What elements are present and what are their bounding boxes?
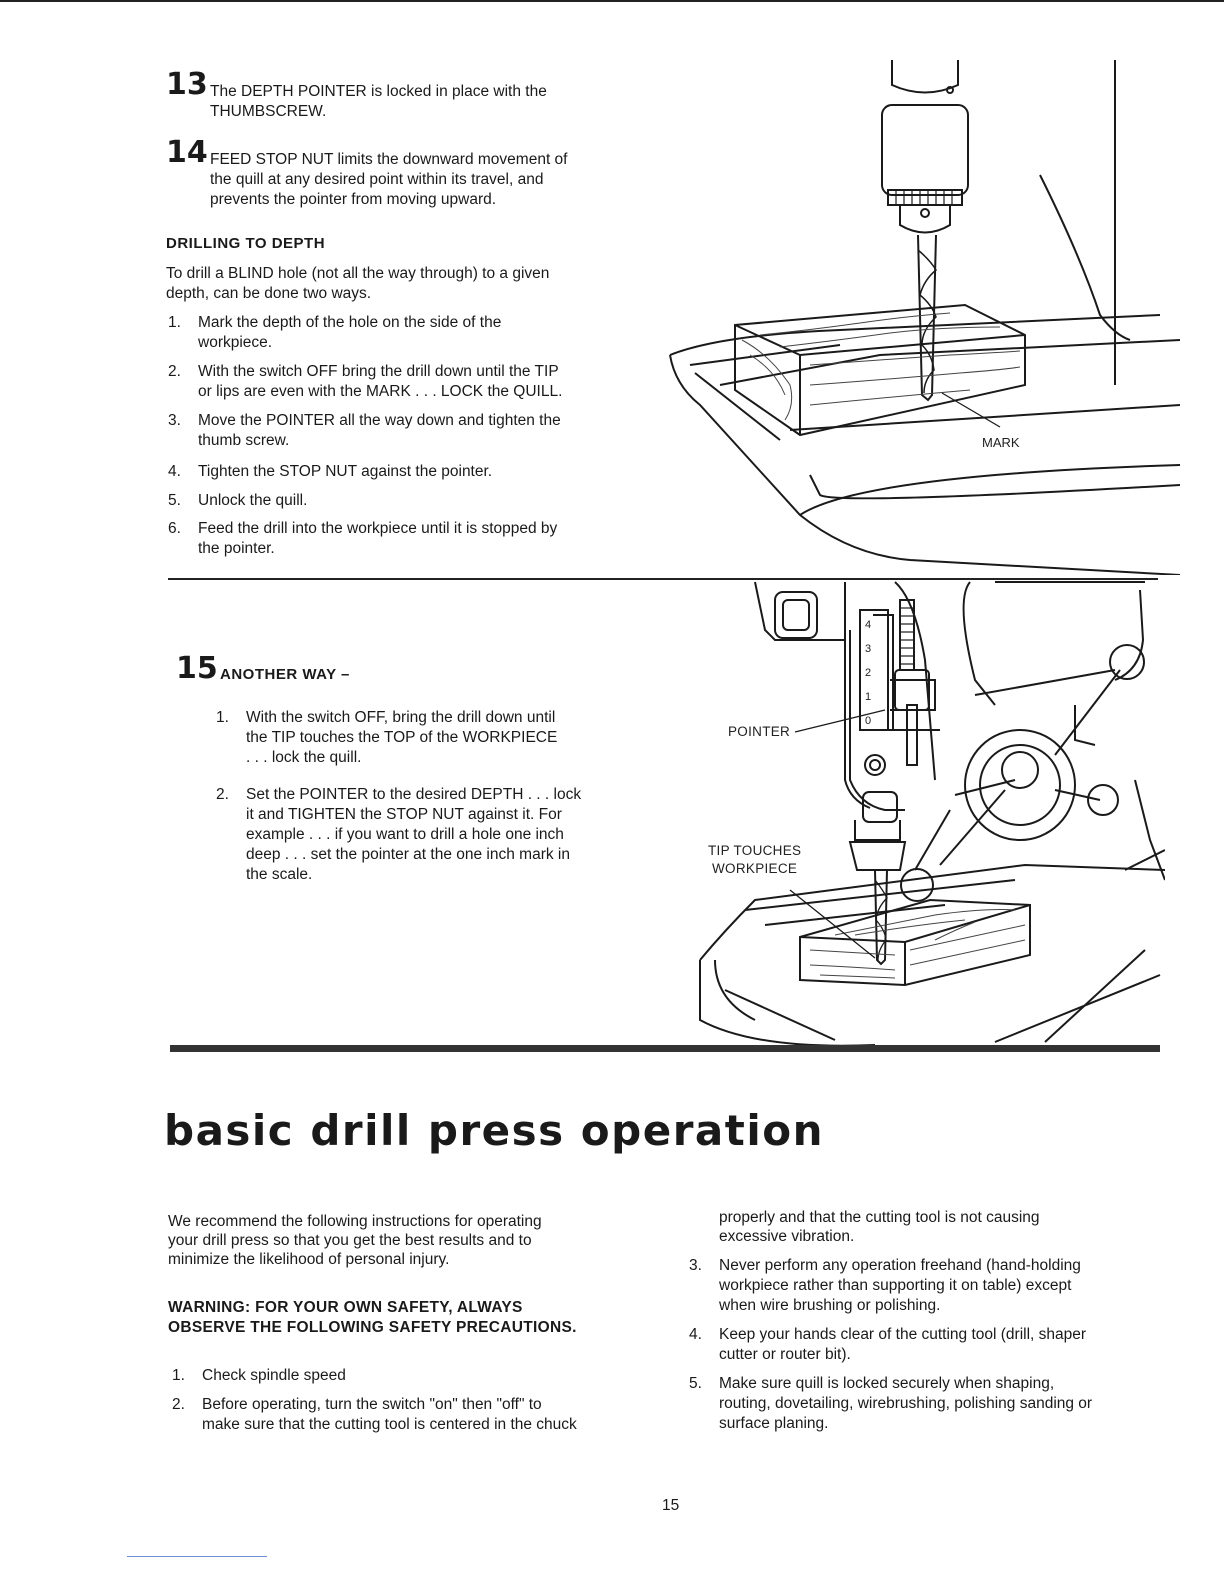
drilling-to-depth-heading: DRILLING TO DEPTH — [166, 235, 326, 252]
list-text-5: the scale. — [246, 866, 313, 883]
scale-mark-0: 0 — [865, 715, 871, 727]
step-13-text-1: The DEPTH POINTER is locked in place wit… — [210, 83, 547, 100]
safety-step-2-cont-line-1: properly and that the cutting tool is no… — [719, 1209, 1040, 1226]
list-text-2: the TIP touches the TOP of the WORKPIECE — [246, 729, 558, 746]
step-14-line-1: FEED STOP NUT limits the downward moveme… — [210, 151, 568, 168]
list-number: 4. — [168, 463, 181, 480]
drilling-intro-line-2: depth, can be done two ways. — [166, 285, 372, 302]
list-text-1: With the switch OFF bring the drill down… — [198, 363, 559, 380]
section-intro-line-3: minimize the likelihood of personal inju… — [168, 1251, 450, 1268]
drilling-intro-line-1: To drill a BLIND hole (not all the way t… — [166, 265, 550, 282]
list-number: 1. — [172, 1367, 185, 1384]
scan-artifact-line — [127, 1556, 267, 1557]
safety-step-2: 2. Before operating, turn the switch "on… — [172, 1395, 642, 1435]
another-way-step-2: 2. Set the POINTER to the desired DEPTH … — [216, 785, 646, 885]
list-text-2: workpiece. — [198, 334, 273, 351]
warning-line-1: WARNING: FOR YOUR OWN SAFETY, ALWAYS — [168, 1299, 523, 1316]
tip-touches-callout-2: WORKPIECE — [712, 861, 798, 876]
scale-mark-2: 2 — [865, 667, 871, 679]
top-border — [0, 0, 1224, 2]
drilling-step-3: 3. Move the POINTER all the way down and… — [168, 411, 638, 451]
safety-step-1: 1. Check spindle speed — [172, 1366, 642, 1386]
drilling-step-4: 4. Tighten the STOP NUT against the poin… — [168, 462, 638, 482]
list-text-2: or lips are even with the MARK . . . LOC… — [198, 383, 563, 400]
figure-drill-mark: MARK — [669, 60, 1180, 575]
mark-label: MARK — [982, 435, 1020, 450]
step-13-line-2: THUMBSCREW. — [210, 103, 327, 120]
section-title: basic drill press operation — [164, 1106, 824, 1155]
list-number: 6. — [168, 520, 181, 537]
step-13-line-1: The DEPTH POINTER is locked in place wit… — [210, 82, 634, 102]
warning-line-2: OBSERVE THE FOLLOWING SAFETY PRECAUTIONS… — [168, 1319, 577, 1336]
list-number: 2. — [168, 363, 181, 380]
drilling-step-1: 1. Mark the depth of the hole on the sid… — [168, 313, 638, 353]
list-text-1: Make sure quill is locked securely when … — [719, 1375, 1055, 1392]
safety-step-4: 4. Keep your hands clear of the cutting … — [689, 1325, 1169, 1365]
step-14-number: 14 — [166, 135, 208, 170]
drilling-step-6: 6. Feed the drill into the workpiece unt… — [168, 519, 638, 559]
list-text-3: . . . lock the quill. — [246, 749, 362, 766]
list-number: 5. — [689, 1375, 702, 1392]
safety-step-3: 3. Never perform any operation freehand … — [689, 1256, 1169, 1316]
safety-step-5: 5. Make sure quill is locked securely wh… — [689, 1374, 1169, 1434]
page-number: 15 — [662, 1497, 680, 1514]
step-14-line-2: the quill at any desired point within it… — [210, 171, 544, 188]
another-way-step-1: 1. With the switch OFF, bring the drill … — [216, 708, 646, 768]
step-14-line-3: prevents the pointer from moving upward. — [210, 191, 497, 208]
step-15-number: 15 — [176, 651, 218, 686]
list-text-2: the pointer. — [198, 540, 275, 557]
list-text-1: With the switch OFF, bring the drill dow… — [246, 709, 556, 726]
section-rule-thick — [170, 1045, 1160, 1052]
list-text-2: it and TIGHTEN the STOP NUT against it. … — [246, 806, 562, 823]
drilling-step-2: 2. With the switch OFF bring the drill d… — [168, 362, 638, 402]
pointer-callout: POINTER — [728, 724, 791, 739]
list-text-3: surface planing. — [719, 1415, 829, 1432]
list-text-1: Set the POINTER to the desired DEPTH . .… — [246, 786, 582, 803]
list-text-2: workpiece rather than supporting it on t… — [719, 1277, 1072, 1294]
list-text-1: Check spindle speed — [202, 1367, 346, 1384]
list-text-2: cutter or router bit). — [719, 1346, 851, 1363]
drilling-step-5: 5. Unlock the quill. — [168, 491, 638, 511]
list-text-1: Unlock the quill. — [198, 492, 308, 509]
list-text-1: Mark the depth of the hole on the side o… — [198, 314, 502, 331]
section-intro-line-1: We recommend the following instructions … — [168, 1213, 542, 1230]
list-number: 5. — [168, 492, 181, 509]
list-number: 1. — [216, 709, 229, 726]
list-text-1: Never perform any operation freehand (ha… — [719, 1257, 1081, 1274]
list-text-1: Feed the drill into the workpiece until … — [198, 520, 558, 537]
list-text-2: routing, dovetailing, wirebrushing, poli… — [719, 1395, 1093, 1412]
section-intro-line-2: your drill press so that you get the bes… — [168, 1232, 532, 1249]
tip-touches-callout-1: TIP TOUCHES — [708, 843, 802, 858]
list-number: 1. — [168, 314, 181, 331]
list-text-1: Before operating, turn the switch "on" t… — [202, 1396, 542, 1413]
list-number: 3. — [168, 412, 181, 429]
list-text-1: Keep your hands clear of the cutting too… — [719, 1326, 1087, 1343]
scale-mark-3: 3 — [865, 643, 871, 655]
list-number: 4. — [689, 1326, 702, 1343]
list-number: 3. — [689, 1257, 702, 1274]
step-13-number: 13 — [166, 67, 208, 102]
safety-step-2-cont-line-2: excessive vibration. — [719, 1228, 855, 1245]
list-number: 2. — [172, 1396, 185, 1413]
list-text-2: make sure that the cutting tool is cente… — [202, 1416, 577, 1433]
list-text-3: when wire brushing or polishing. — [719, 1297, 941, 1314]
list-text-1: Tighten the STOP NUT against the pointer… — [198, 463, 493, 480]
list-text-2: thumb screw. — [198, 432, 290, 449]
list-text-3: example . . . if you want to drill a hol… — [246, 826, 564, 843]
scale-mark-1: 1 — [865, 691, 871, 703]
section-rule-thin — [168, 578, 1158, 580]
scale-mark-4: 4 — [865, 619, 871, 631]
list-text-4: deep . . . set the pointer at the one in… — [246, 846, 570, 863]
figure-drill-press-pointer: 4 3 2 1 0 — [699, 581, 1165, 1045]
list-number: 2. — [216, 786, 229, 803]
another-way-heading: ANOTHER WAY – — [220, 666, 350, 683]
list-text-1: Move the POINTER all the way down and ti… — [198, 412, 561, 429]
